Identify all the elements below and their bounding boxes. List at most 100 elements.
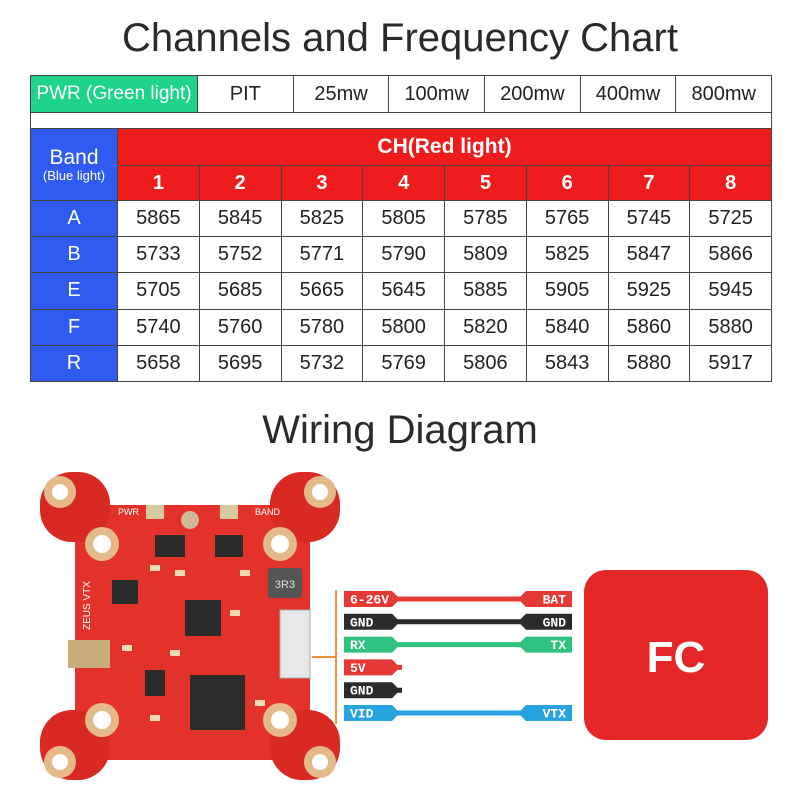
table-row: A 5865 5845 5825 5805 5785 5765 5745 572… [30,199,772,238]
silk-model: ZEUS VTX [82,581,93,630]
chip [145,670,165,696]
frequency-cell: 5658 [117,344,200,383]
band-label: Band [49,145,99,169]
frequency-cell: 5665 [280,272,364,310]
frequency-cell: 5685 [198,272,282,310]
channel-frequency-table: Band (Blue light) CH(Red light) 1 2 3 4 … [30,128,772,383]
frequency-cell: 5925 [607,272,691,310]
band-button [220,505,238,519]
frequency-cell: 5705 [117,272,200,310]
band-name: E [30,272,118,310]
channel-number: 6 [525,165,609,201]
wire-bracket [312,590,337,724]
wire-tag-left [344,591,400,607]
wire-label-left: 5V [350,661,366,676]
chip [112,580,138,604]
table-spacer [30,113,772,129]
wire-tag-left [344,682,400,699]
band-header: Band (Blue light) [30,128,118,201]
wire-tag-left [344,636,400,653]
mounting-hole [44,476,336,778]
wire-label-right: VTX [543,707,567,722]
frequency-cell: 5800 [362,308,445,346]
table-row: E 5705 5685 5665 5645 5885 5905 5925 594… [30,272,772,310]
wire-label-left: RX [350,638,366,653]
flight-controller: FC [584,570,768,740]
frequency-cell: 5809 [444,236,527,274]
wire-tag-left [344,659,400,676]
band-name: B [30,236,118,274]
wire-tag-right [518,636,572,653]
frequency-cell: 5865 [117,199,200,238]
band-sublabel: (Blue light) [42,167,106,183]
frequency-cell: 5765 [525,199,609,238]
frequency-cell: 5825 [280,199,364,238]
table-row: B 5733 5752 5771 5790 5809 5825 5847 586… [30,236,772,274]
frequency-cell: 5769 [362,344,445,383]
frequency-cell: 5845 [198,199,282,238]
channel-number: 2 [198,165,282,201]
frequency-cell: 5771 [280,236,364,274]
frequency-cell: 5917 [689,344,772,383]
frequency-cell: 5866 [689,236,772,274]
frequency-cell: 5945 [689,272,772,310]
power-row: PWR (Green light) PIT 25mw 100mw 200mw 4… [30,75,772,113]
wire-label-left: VID [350,707,374,722]
frequency-cell: 5806 [444,344,527,383]
wire-label-left: GND [350,615,374,630]
channel-number: 7 [607,165,691,201]
channel-number: 5 [444,165,527,201]
wire-label-right: TX [550,638,566,653]
frequency-cell: 5840 [525,308,609,346]
band-name: R [30,344,118,383]
channel-number: 8 [689,165,772,201]
smd-components [122,565,265,721]
antenna-connector [68,640,110,668]
frequency-cell: 5905 [525,272,609,310]
frequency-cell: 5785 [444,199,527,238]
power-level: 400mw [579,76,676,112]
frequency-cell: 5695 [198,344,282,383]
band-name: A [30,199,118,238]
frequency-cell: 5725 [689,199,772,238]
wire-tag-right [518,705,572,721]
power-level: 200mw [484,76,580,112]
chip [215,535,243,557]
frequency-cell: 5885 [444,272,527,310]
power-level: 25mw [292,76,389,112]
channel-number: 3 [280,165,364,201]
frequency-cell: 5760 [198,308,282,346]
frequency-cell: 5880 [607,344,691,383]
wire-label-right: BAT [543,593,567,608]
wire-header [279,609,311,679]
pwr-button [146,505,164,519]
frequency-cell: 5843 [525,344,609,383]
frequency-cell: 5733 [117,236,200,274]
led-icon [181,511,199,529]
power-label: PWR (Green light) [31,76,197,112]
frequency-cell: 5740 [117,308,200,346]
frequency-cell: 5790 [362,236,445,274]
vtx-board: 3R3 PWR BAND ZEUS VTX [40,472,340,780]
wire-tag-right [518,591,572,607]
silk-band: BAND [255,507,281,517]
table-row: R 5658 5695 5732 5769 5806 5843 5880 591… [30,344,772,383]
power-level: 100mw [388,76,484,112]
power-level: 800mw [675,76,771,112]
frequency-cell: 5847 [607,236,691,274]
chart-title: Channels and Frequency Chart [122,16,678,60]
frequency-cell: 5880 [689,308,772,346]
fc-box [584,570,768,740]
inductor [185,600,221,636]
frequency-cell: 5732 [280,344,364,383]
fc-label: FC [647,633,706,682]
chip [155,535,185,557]
frequency-cell: 5825 [525,236,609,274]
frequency-cell: 5645 [362,272,445,310]
wire-tag-right [518,613,572,630]
frequency-cell: 5820 [444,308,527,346]
power-level: PIT [197,76,293,112]
frequency-cell: 5752 [198,236,282,274]
